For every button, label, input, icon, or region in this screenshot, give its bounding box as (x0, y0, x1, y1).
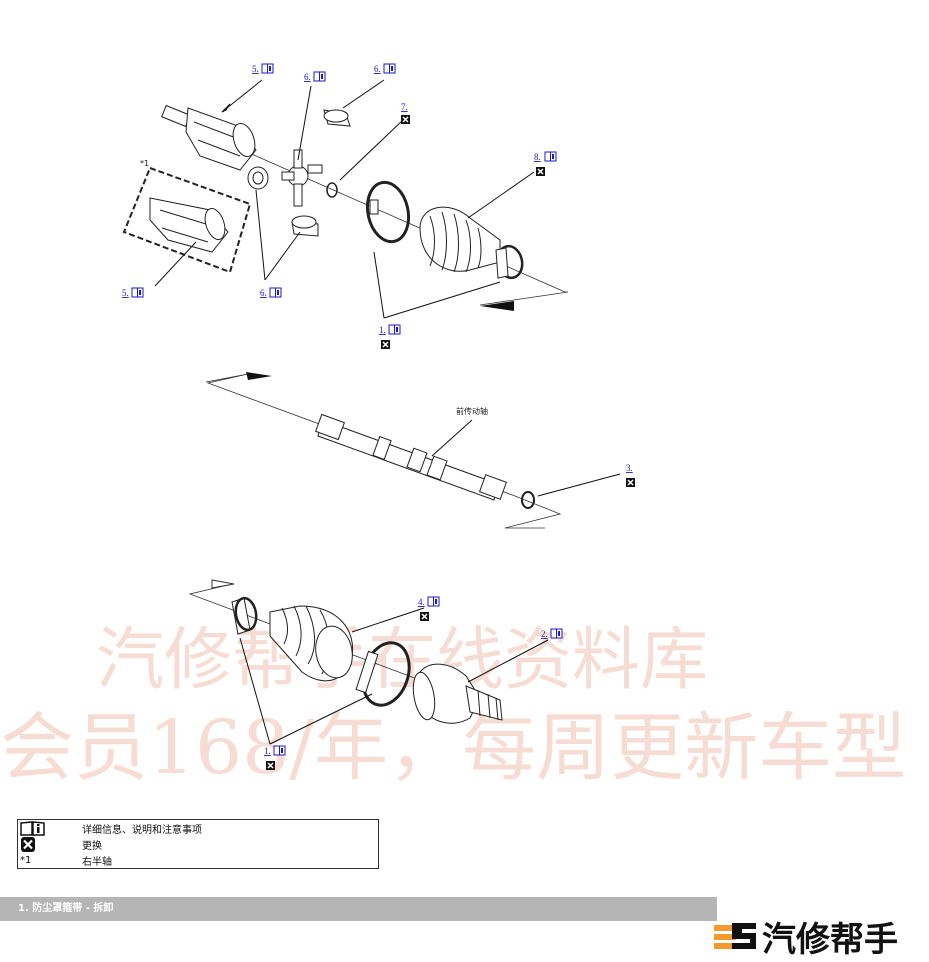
callout-6-bottom[interactable]: 6. (260, 287, 282, 298)
section-title: 1. 防尘罩箍带 - 拆卸 (18, 903, 114, 914)
svg-text:4.: 4. (418, 597, 425, 607)
direction-arrow-bottom (211, 579, 235, 589)
exploded-driveshaft-diagram: 5. 6. 6. 7. 8. *1 5. 6. 1. (122, 63, 636, 771)
legend-text-replace: 更换 (82, 840, 102, 852)
legend-text-info: 详细信息、说明和注意事项 (82, 824, 202, 836)
legend-symbol-star1: *1 (20, 854, 32, 866)
svg-text:3.: 3. (626, 463, 633, 473)
svg-text:5.: 5. (252, 64, 259, 74)
callout-4[interactable]: 4. (418, 596, 440, 622)
callout-1-lower[interactable]: 1. (264, 745, 286, 771)
callout-6-center[interactable]: 6. (304, 71, 326, 82)
callout-6-top[interactable]: 6. (374, 63, 396, 74)
svg-text:6.: 6. (304, 72, 311, 82)
boot-clamp-small (495, 244, 524, 280)
svg-text:1.: 1. (264, 746, 271, 756)
direction-arrow-top (480, 301, 514, 311)
info-book-icon (20, 820, 45, 836)
middle-leader-lines (431, 419, 621, 497)
legend-row-star1: *1 右半轴 (18, 852, 378, 868)
outboard-cv-joint (412, 663, 503, 724)
callout-star1: *1 (140, 159, 149, 168)
svg-text:6.: 6. (374, 64, 381, 74)
outboard-clamp-large (355, 641, 411, 707)
svg-text:2.: 2. (541, 629, 548, 639)
section-header-bar[interactable]: 1. 防尘罩箍带 - 拆卸 (0, 897, 717, 921)
bottom-leader-lines (239, 607, 549, 745)
snap-ring-3 (521, 491, 535, 509)
bottom-assembly (188, 579, 503, 724)
logo-name: 汽修帮手 (762, 919, 898, 960)
callout-7[interactable]: 7. (400, 102, 411, 125)
tripod-housing (161, 104, 257, 171)
brand-logo: 汽修帮手 (712, 914, 898, 960)
roller-bottom (291, 215, 319, 237)
snap-ring-7 (326, 182, 338, 198)
top-assembly (122, 104, 569, 311)
legend-row-info: 详细信息、说明和注意事项 (18, 820, 378, 836)
legend-row-replace: 更换 (18, 836, 378, 852)
middle-shaft-assembly (205, 372, 562, 529)
outboard-clamp-small (231, 596, 258, 635)
svg-text:7.: 7. (401, 102, 408, 112)
boot-clamp-large (365, 180, 411, 244)
legend-table: 详细信息、说明和注意事项 更换 *1 右半轴 (17, 819, 379, 869)
front-drive-shaft (317, 419, 499, 501)
roller-top (323, 109, 351, 127)
shaft-label: 前传动轴 (456, 406, 488, 416)
direction-arrow-middle (246, 372, 272, 380)
svg-text:8.: 8. (534, 152, 541, 162)
right-shaft-housing (122, 166, 252, 274)
legend-text-star1: 右半轴 (82, 856, 112, 868)
inboard-boot (419, 206, 501, 273)
callout-3[interactable]: 3. (625, 463, 636, 488)
tripod-spider (281, 149, 323, 207)
callout-1-upper[interactable]: 1. (379, 324, 401, 350)
callout-5-left[interactable]: 5. (122, 287, 144, 298)
svg-text:1.: 1. (379, 325, 386, 335)
logo-mark-icon (714, 923, 756, 949)
outboard-boot (269, 605, 354, 682)
replace-x-icon (21, 836, 35, 852)
callout-5-top[interactable]: 5. (252, 63, 274, 74)
svg-text:6.: 6. (260, 288, 267, 298)
top-leader-lines (154, 79, 535, 319)
callout-8[interactable]: 8. (534, 151, 557, 177)
svg-text:5.: 5. (122, 288, 129, 298)
callout-2[interactable]: 2. (541, 628, 563, 639)
